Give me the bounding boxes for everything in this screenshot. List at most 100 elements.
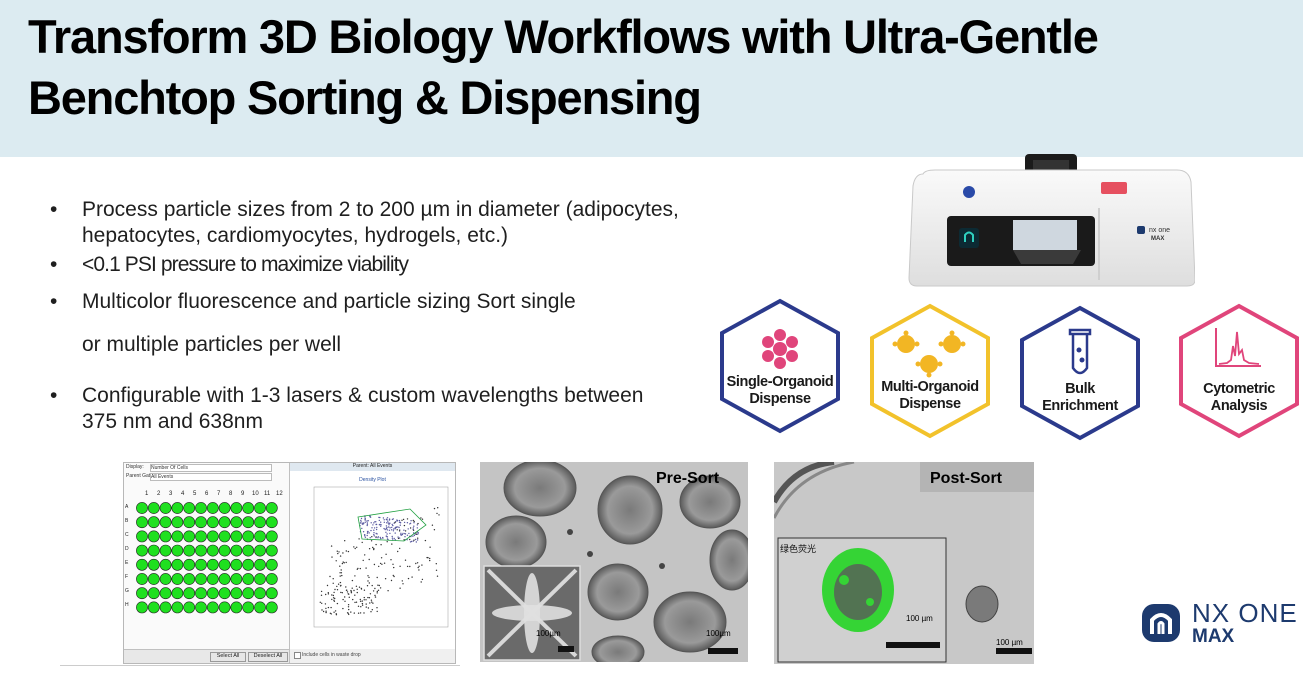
plate-well[interactable]: [195, 573, 207, 585]
plate-well[interactable]: [147, 587, 160, 600]
plate-well[interactable]: [171, 530, 184, 543]
plate-well[interactable]: [206, 573, 219, 585]
select-all-button[interactable]: Select All: [210, 652, 246, 662]
plate-well[interactable]: [254, 544, 266, 557]
plate-well[interactable]: [136, 587, 148, 600]
plate-well[interactable]: [265, 558, 278, 571]
plate-well[interactable]: [206, 502, 219, 514]
plate-well[interactable]: [136, 558, 148, 571]
plate-well[interactable]: [218, 573, 231, 585]
plate-well[interactable]: [206, 516, 219, 529]
plate-well[interactable]: [242, 502, 255, 514]
include-waste-checkbox[interactable]: [294, 652, 301, 659]
plate-well[interactable]: [171, 502, 184, 514]
plate-well[interactable]: [183, 544, 196, 557]
plate-well[interactable]: [183, 601, 196, 614]
plate-well[interactable]: [147, 601, 160, 614]
plate-well[interactable]: [206, 530, 219, 543]
plate-well[interactable]: [230, 530, 243, 543]
plate-well[interactable]: [147, 558, 160, 571]
plate-well[interactable]: [136, 516, 148, 529]
plate-well[interactable]: [242, 558, 255, 571]
plate-well[interactable]: [171, 573, 184, 585]
plate-well[interactable]: [147, 502, 160, 514]
plate-well[interactable]: [171, 516, 184, 529]
plate-well[interactable]: [242, 530, 255, 543]
plate-well[interactable]: [254, 502, 266, 514]
parent-gate-select[interactable]: All Events: [150, 473, 272, 481]
plate-well[interactable]: [242, 573, 255, 585]
plate-well[interactable]: [230, 573, 243, 585]
plate-well[interactable]: [159, 516, 172, 529]
plate-well[interactable]: [265, 587, 278, 600]
plate-well[interactable]: [147, 516, 160, 529]
plate-well[interactable]: [136, 573, 148, 585]
plate-well[interactable]: [183, 502, 196, 514]
plate-well[interactable]: [195, 558, 207, 571]
plate-well[interactable]: [183, 587, 196, 600]
plate-well[interactable]: [206, 587, 219, 600]
plate-well[interactable]: [159, 587, 172, 600]
plate-well[interactable]: [159, 558, 172, 571]
plate-well[interactable]: [183, 530, 196, 543]
plate-well[interactable]: [230, 544, 243, 557]
plate-well[interactable]: [254, 558, 266, 571]
plate-well[interactable]: [195, 587, 207, 600]
plate-well[interactable]: [136, 530, 148, 543]
plate-well[interactable]: [218, 516, 231, 529]
plate-well[interactable]: [242, 601, 255, 614]
plate-well[interactable]: [159, 544, 172, 557]
plate-well[interactable]: [218, 544, 231, 557]
plate-well[interactable]: [195, 544, 207, 557]
plate-well[interactable]: [159, 502, 172, 514]
plate-well[interactable]: [195, 502, 207, 514]
plate-well[interactable]: [171, 601, 184, 614]
plate-well[interactable]: [171, 558, 184, 571]
plate-well[interactable]: [254, 516, 266, 529]
plate-well[interactable]: [136, 601, 148, 614]
plate-well[interactable]: [265, 573, 278, 585]
plate-well[interactable]: [136, 502, 148, 514]
plate-well[interactable]: [254, 530, 266, 543]
sort-gate[interactable]: [357, 508, 427, 542]
plate-well[interactable]: [218, 587, 231, 600]
plate-well[interactable]: [265, 601, 278, 614]
plate-well[interactable]: [265, 530, 278, 543]
plate-well[interactable]: [265, 544, 278, 557]
plate-well[interactable]: [218, 502, 231, 514]
plate-well[interactable]: [183, 558, 196, 571]
plate-well[interactable]: [171, 587, 184, 600]
plate-well[interactable]: [218, 601, 231, 614]
plate-well[interactable]: [159, 573, 172, 585]
plate-well[interactable]: [183, 516, 196, 529]
plate-well[interactable]: [254, 573, 266, 585]
display-select[interactable]: Number Of Cells: [150, 464, 272, 472]
plate-well[interactable]: [242, 516, 255, 529]
plate-well[interactable]: [147, 544, 160, 557]
plate-well[interactable]: [195, 516, 207, 529]
plate-well[interactable]: [265, 502, 278, 514]
plate-well[interactable]: [265, 516, 278, 529]
plate-well[interactable]: [206, 544, 219, 557]
plate-well[interactable]: [218, 530, 231, 543]
plate-well[interactable]: [206, 558, 219, 571]
plate-well[interactable]: [242, 544, 255, 557]
plate-well[interactable]: [183, 573, 196, 585]
plate-well[interactable]: [159, 601, 172, 614]
plate-well[interactable]: [254, 587, 266, 600]
plate-well[interactable]: [195, 601, 207, 614]
plate-well[interactable]: [195, 530, 207, 543]
deselect-all-button[interactable]: Deselect All: [248, 652, 288, 662]
plate-well[interactable]: [230, 587, 243, 600]
plate-well[interactable]: [171, 544, 184, 557]
plate-well[interactable]: [147, 573, 160, 585]
plate-well[interactable]: [206, 601, 219, 614]
plate-well[interactable]: [230, 516, 243, 529]
plate-well[interactable]: [230, 502, 243, 514]
plate-well[interactable]: [159, 530, 172, 543]
plate-well[interactable]: [230, 601, 243, 614]
plate-well[interactable]: [147, 530, 160, 543]
plate-well[interactable]: [242, 587, 255, 600]
plate-well[interactable]: [254, 601, 266, 614]
plate-well[interactable]: [218, 558, 231, 571]
